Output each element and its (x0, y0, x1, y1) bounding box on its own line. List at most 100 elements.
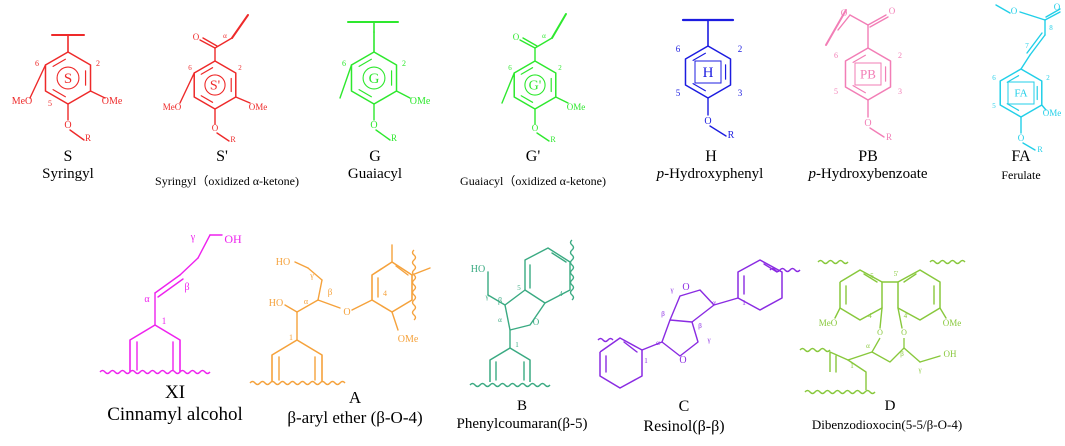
bond (307, 267, 323, 281)
wavy-bond (411, 249, 417, 321)
atom-label: MeO (12, 96, 33, 107)
bond (825, 9, 847, 46)
wavy-bond (929, 259, 966, 265)
bond-path (661, 319, 699, 357)
bond (157, 278, 184, 298)
bond (852, 85, 866, 94)
bond (519, 39, 536, 49)
wavy-bond (249, 380, 346, 386)
atom-label: β (498, 296, 502, 305)
bond (623, 341, 638, 353)
bond (214, 37, 233, 49)
bond (1006, 103, 1020, 111)
bond (29, 64, 47, 99)
bond (284, 304, 298, 313)
bond (89, 90, 106, 99)
atom-label: 8 (1049, 24, 1053, 32)
atom-label: 3 (738, 88, 743, 98)
atom-label: α (144, 294, 150, 305)
bond (358, 58, 372, 67)
atom-label: OMe (1043, 108, 1062, 118)
bond (358, 89, 372, 98)
atom-label: O (1054, 2, 1061, 12)
atom-label: R (728, 130, 735, 141)
atom-label: 6 (834, 51, 838, 60)
atom-label: 4' (904, 312, 909, 320)
bond-path (599, 337, 643, 389)
bond (834, 307, 841, 319)
atom-label: 6 (35, 59, 39, 68)
label-code-A: A (348, 388, 362, 407)
atom-label: MeO (163, 102, 182, 112)
bond (1041, 104, 1047, 111)
atom-label: OMe (249, 102, 268, 112)
label-name-G: Guaiacyl (347, 166, 403, 182)
atom-label: 6 (508, 64, 512, 72)
atom-label: 5 (992, 102, 996, 110)
bond (837, 14, 851, 31)
ring-label-circle (362, 66, 386, 90)
bond (869, 127, 885, 138)
atom-label: HO (276, 257, 290, 268)
atom-label: O (901, 328, 907, 337)
bond (919, 355, 941, 363)
bond (216, 132, 230, 142)
bond (897, 307, 903, 329)
atom-label: 1 (515, 341, 519, 349)
atom-label: 1 (644, 357, 648, 365)
atom-label: R (886, 132, 892, 142)
atom-label: 6 (676, 44, 681, 54)
label-name-H: p-Hydroxyphenyl (656, 166, 764, 182)
ring-label: PB (860, 66, 876, 81)
label-name-C: Resinol(β-β) (643, 418, 725, 435)
atom-label: O (513, 32, 520, 42)
atom-label: γ (917, 366, 921, 374)
label-code-S: S (63, 148, 73, 165)
bond (534, 37, 553, 49)
atom-label: O (682, 282, 689, 293)
atom-label: γ (309, 271, 314, 280)
bond (849, 14, 869, 26)
atom-label: R (230, 135, 236, 144)
ring-label-box (854, 62, 882, 86)
ring-label: FA (1014, 88, 1027, 100)
atom-label: O (343, 307, 350, 318)
bond (1026, 32, 1043, 54)
label-name-XI: Cinnamyl alcohol (107, 404, 243, 425)
atom-label: 5 (870, 272, 874, 280)
atom-label: 6 (342, 59, 346, 68)
atom-label: O (1011, 6, 1018, 16)
bond (1029, 34, 1046, 56)
atom-label: 6 (992, 74, 996, 82)
bond-path (669, 289, 715, 323)
atom-label: O (64, 120, 71, 131)
atom-label: α (498, 316, 502, 324)
atom-label: HO (471, 264, 485, 275)
ring-label-box (694, 60, 722, 84)
atom-label: 2 (402, 59, 406, 68)
ring-label: G (369, 71, 380, 87)
atom-label: 5 (676, 88, 681, 98)
atom-label: OMe (567, 102, 586, 112)
bond (395, 265, 409, 276)
atom-label: β (184, 282, 189, 293)
atom-label: γ (706, 336, 710, 344)
label-code-B: B (516, 398, 528, 414)
atom-label: 5 (48, 99, 52, 108)
bond (69, 129, 85, 141)
ring-label-circle (524, 74, 546, 96)
label-code-G: G (369, 148, 381, 165)
bond (709, 125, 727, 137)
atom-label: O (370, 120, 377, 131)
atom-label: 1 (850, 362, 854, 370)
atom-label: 1 (742, 299, 746, 307)
atom-label: α (304, 297, 309, 306)
wavy-bond (569, 239, 575, 301)
bond-path (871, 337, 905, 363)
bond (713, 297, 739, 306)
bond (1019, 11, 1046, 21)
